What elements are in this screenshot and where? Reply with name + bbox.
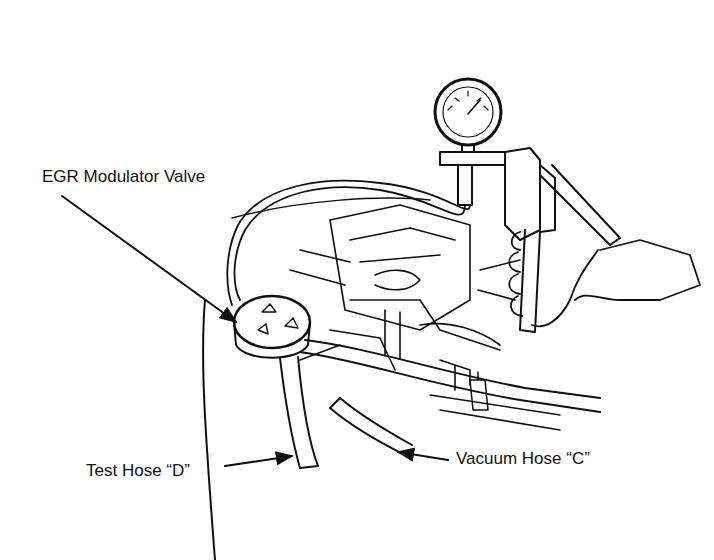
pump-hose-inner (227, 181, 470, 305)
leader-arrow (225, 456, 292, 466)
leader-arrow (398, 452, 448, 460)
part-label: Vacuum Hose “C” (454, 450, 592, 469)
hand (509, 232, 700, 326)
part-label: Test Hose “D” (84, 462, 192, 481)
vacuum-pump (440, 148, 620, 332)
test-hose (280, 357, 318, 468)
modulator-valve (234, 296, 310, 358)
hose-bundle (300, 340, 600, 412)
vacuum-gauge (435, 79, 501, 152)
pump-hose-outer (235, 187, 465, 300)
leader-arrow (62, 196, 236, 322)
carburetor (290, 205, 520, 390)
fender-line (203, 300, 215, 560)
part-label: EGR Modulator Valve (40, 168, 207, 187)
vacuum-hose (330, 398, 412, 455)
